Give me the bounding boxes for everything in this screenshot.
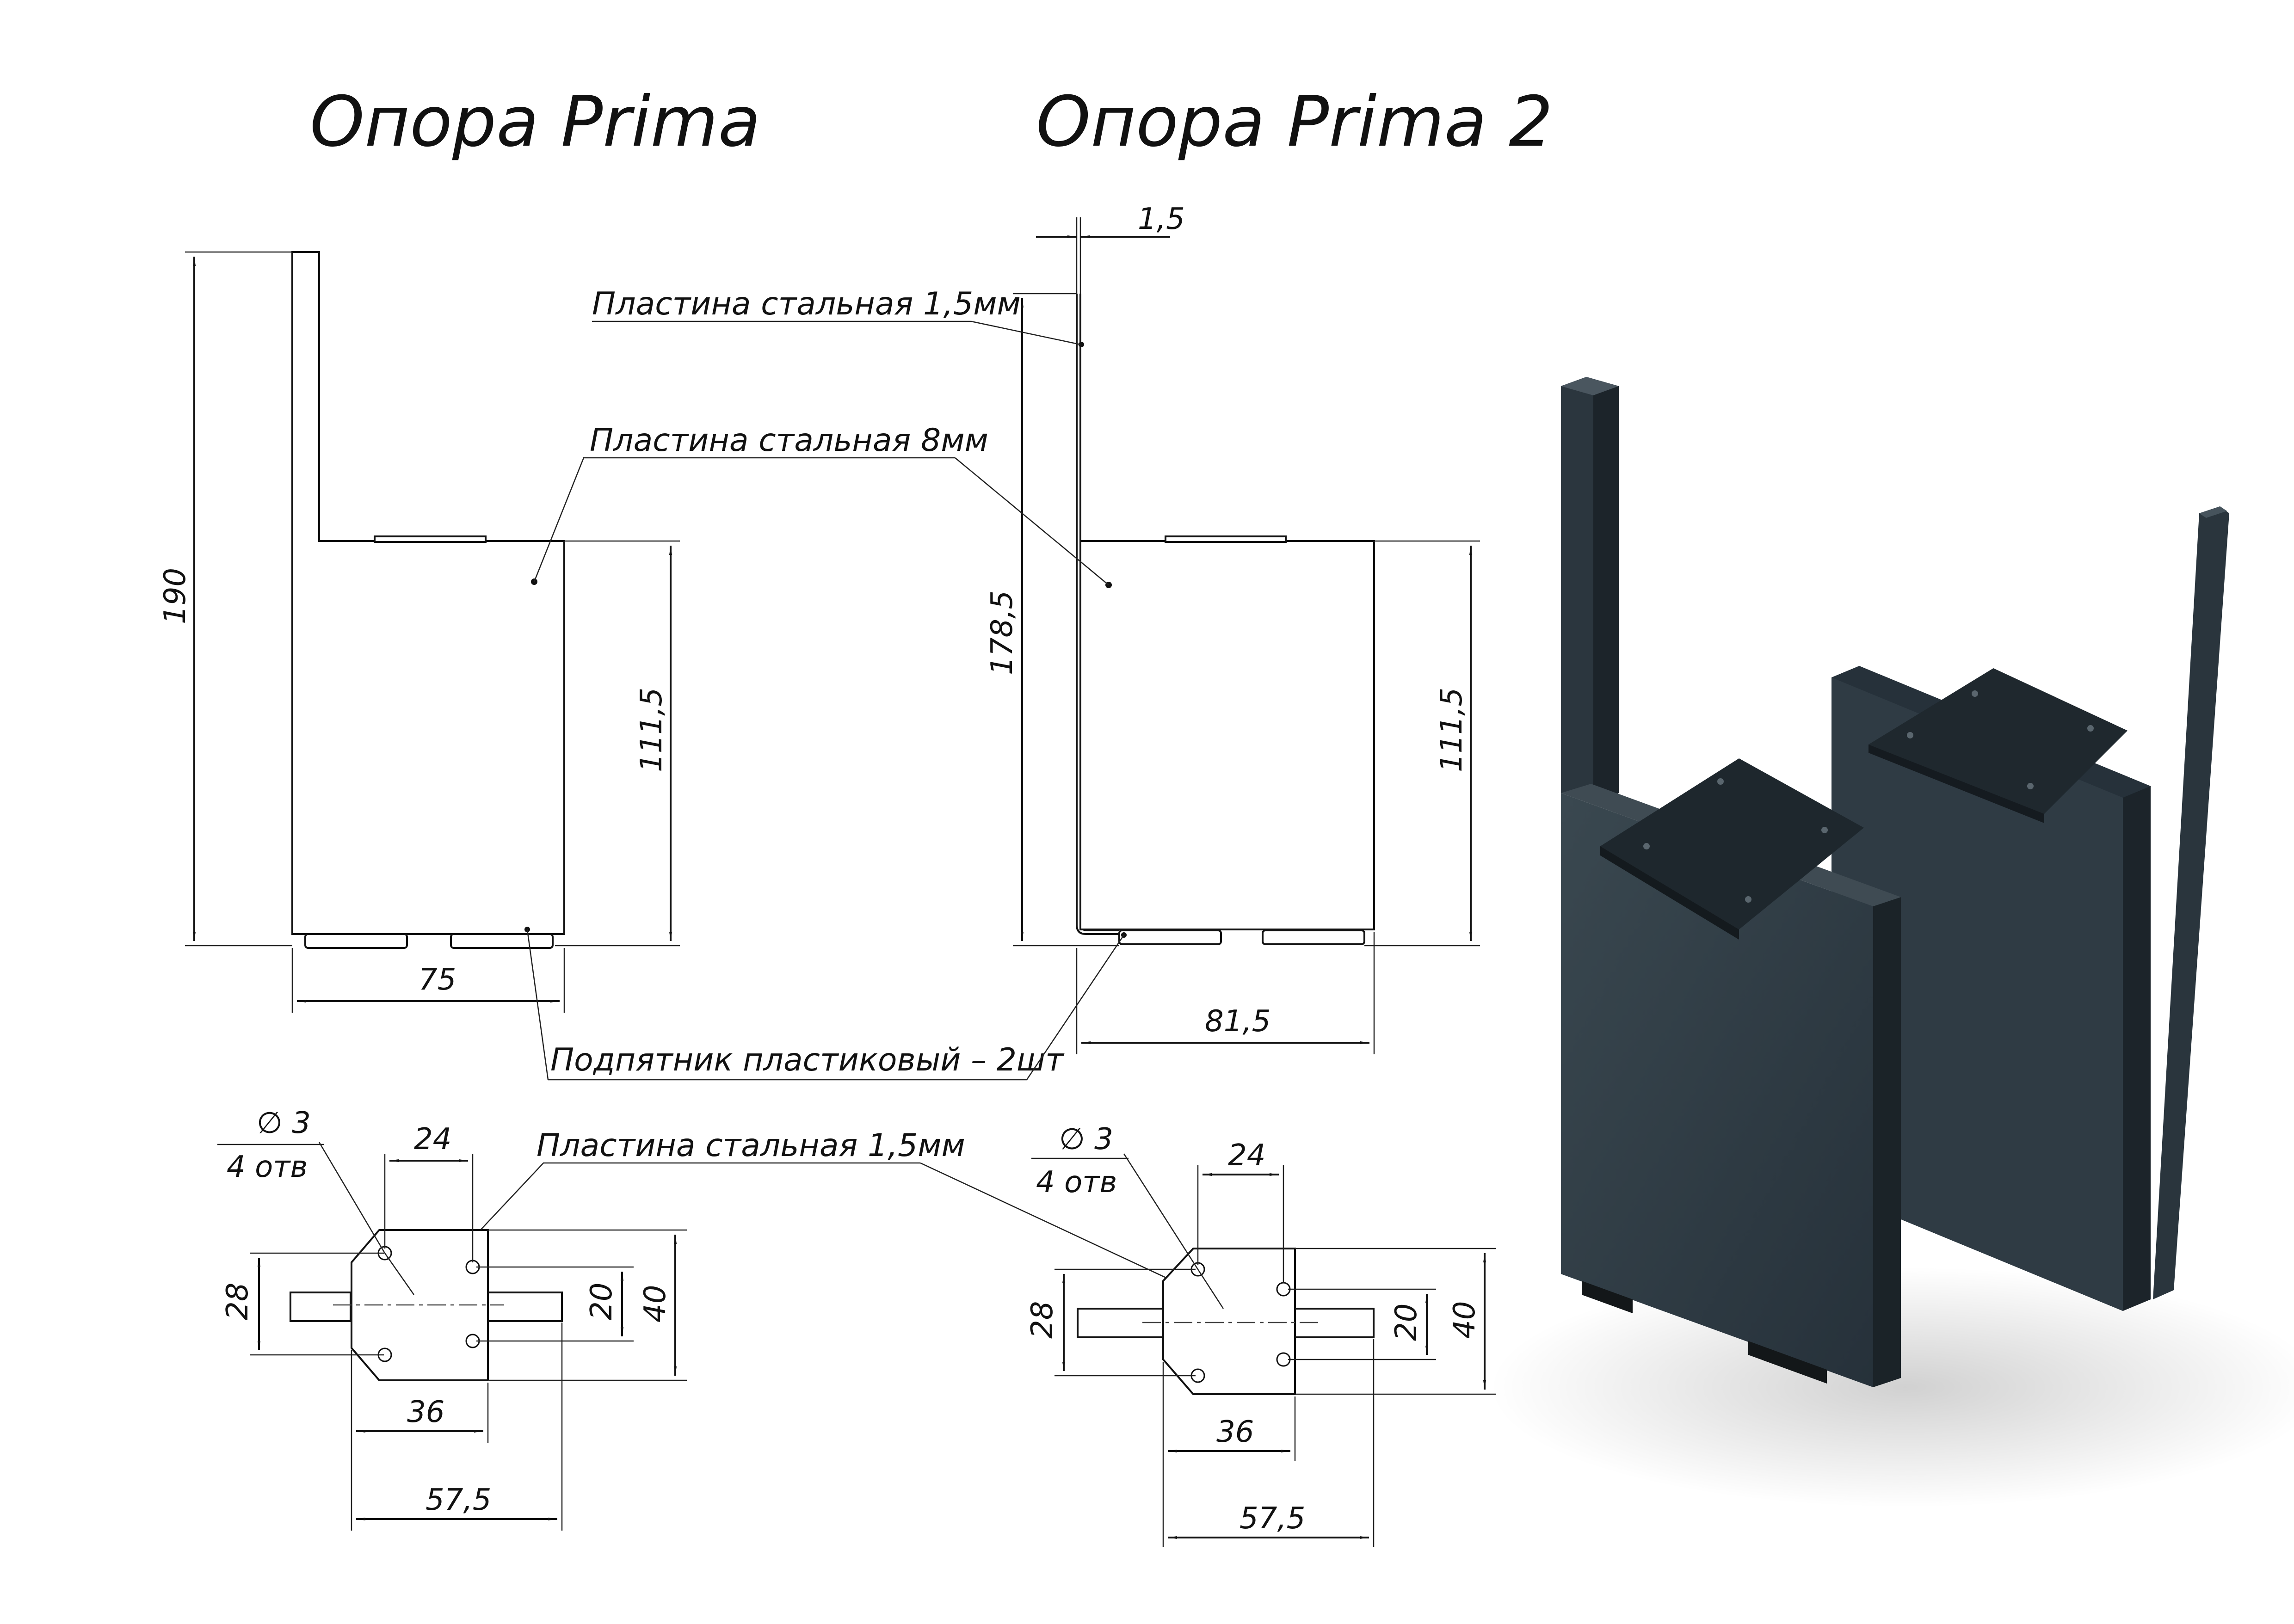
label-plate-8mm: Пластина стальная 8мм (590, 422, 988, 459)
label-plate-1-5mm: Пластина стальная 1,5мм (592, 286, 1021, 322)
prima2-plan-view: ∅ 3 4 отв 24 28 20 40 36 57,5 (1025, 1122, 1496, 1547)
callouts: Пластина стальная 1,5мм Пластина стальна… (471, 286, 1203, 1296)
prima2-plate15-marker (1079, 342, 1084, 347)
dim-111-5-right: 111,5 (1435, 688, 1469, 772)
prima-body-outline (291, 251, 565, 935)
prima2-thin-plate (1076, 294, 1119, 935)
prima2-plan-hole-4 (1276, 1352, 1291, 1367)
prima-plan-view: ∅ 3 4 отв 24 28 20 40 36 57,5 (217, 1106, 687, 1531)
prima2-top-plate (1165, 535, 1287, 543)
prima-foot-left (304, 933, 408, 949)
prima2-dim-20: 20 (1389, 1304, 1424, 1341)
prima2-dim-40: 40 (1448, 1301, 1482, 1339)
title-opora-prima: Опора Prima (310, 82, 761, 162)
prima2-hole-dia: ∅ 3 (1059, 1122, 1113, 1156)
label-plastic-foot: Подпятник пластиковый – 2шт (550, 1042, 1065, 1078)
prima2-dim-57-5: 57,5 (1240, 1501, 1306, 1536)
dim-178-5: 178,5 (985, 591, 1019, 675)
prima-dim-36: 36 (407, 1395, 444, 1429)
render-prima2 (1832, 506, 2229, 1311)
prima-dim-20: 20 (585, 1283, 619, 1320)
prima2-hole-count: 4 отв (1036, 1165, 1117, 1200)
prima-hole-count: 4 отв (227, 1150, 308, 1184)
prima2-dim-36: 36 (1216, 1415, 1254, 1449)
prima-plan-rod-right (487, 1292, 563, 1322)
prima2-side-view: 1,5 178,5 111,5 81,5 (985, 202, 1480, 1054)
prima-foot-right (450, 933, 554, 949)
prima2-foot-right (1262, 929, 1365, 945)
render-shadow (1489, 1267, 2294, 1507)
prima2-dim-28: 28 (1025, 1301, 1060, 1339)
prima-dim-40: 40 (638, 1285, 672, 1323)
dim-81-5: 81,5 (1205, 1004, 1271, 1039)
prima2-dim-24: 24 (1228, 1138, 1265, 1173)
dim-190: 190 (158, 568, 192, 624)
prima-dim-57-5: 57,5 (426, 1483, 492, 1517)
render-3d (1489, 377, 2294, 1507)
prima-dim-24: 24 (414, 1122, 451, 1156)
prima2-plan-hole-2 (1276, 1282, 1291, 1297)
prima-side-view: 190 111,5 75 (158, 251, 680, 1013)
prima2-foot-left (1118, 929, 1222, 945)
dim-111-5-left: 111,5 (635, 688, 669, 772)
prima2-plan-plate (1162, 1248, 1296, 1395)
label-plate-1-5mm-top: Пластина стальная 1,5мм (536, 1127, 965, 1164)
prima-top-plate (374, 535, 487, 543)
prima2-body (1079, 540, 1375, 930)
dim-75: 75 (419, 963, 456, 997)
dim-1-5: 1,5 (1138, 202, 1185, 236)
prima-plan-rod (290, 1292, 352, 1322)
title-opora-prima-2: Опора Prima 2 (1036, 82, 1553, 162)
prima-hole-dia: ∅ 3 (257, 1106, 311, 1140)
render-prima (1561, 377, 1901, 1387)
prima-dim-28: 28 (221, 1283, 255, 1320)
